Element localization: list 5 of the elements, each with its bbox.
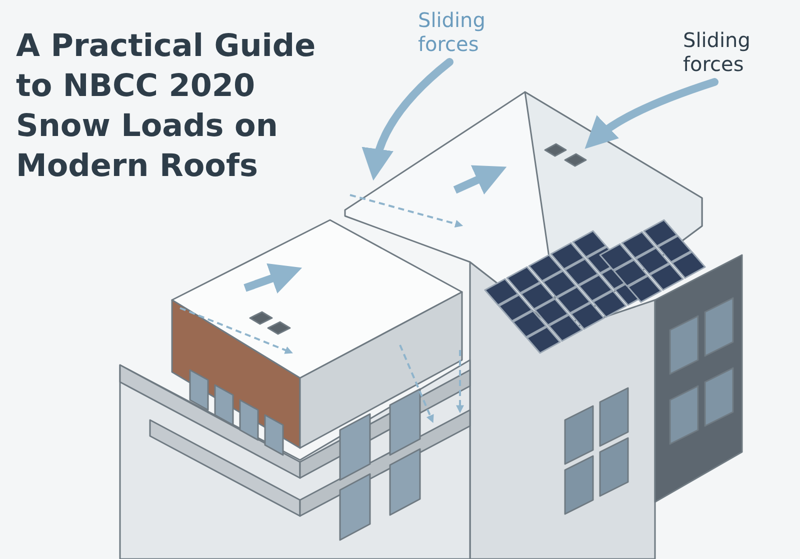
callout-label: Sliding forces	[683, 28, 773, 76]
callout-label: Sliding forces	[418, 8, 508, 56]
arrow	[584, 78, 718, 148]
arrow	[362, 58, 454, 181]
title: A Practical Guide to NBCC 2020 Snow Loads on Modern Roofs	[16, 27, 317, 186]
